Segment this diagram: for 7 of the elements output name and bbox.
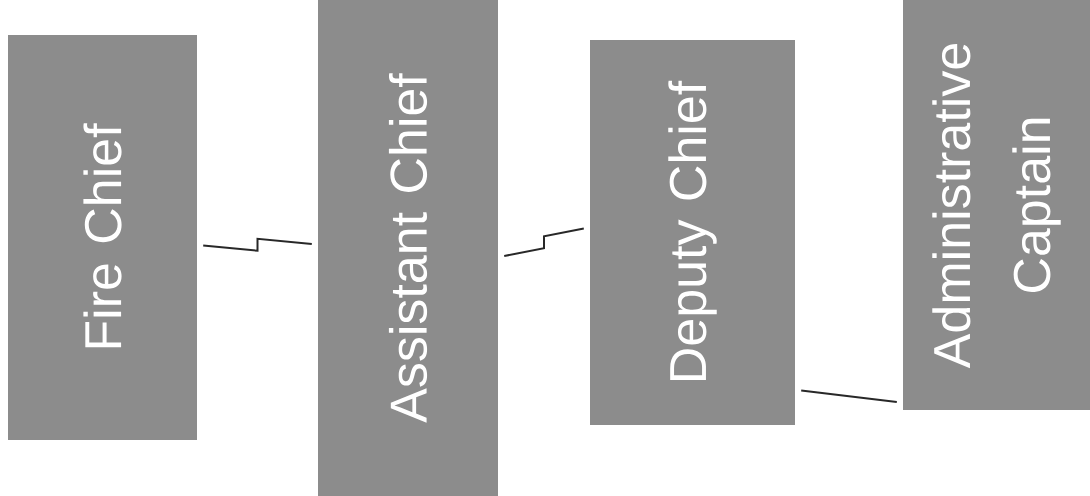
connector-line <box>503 227 585 257</box>
rank-box: Assistant Chief <box>318 0 498 496</box>
connector-line <box>202 237 313 252</box>
connector-line <box>800 389 898 403</box>
rank-box: Deputy Chief <box>590 40 795 425</box>
rank-box: Administrative Captain <box>903 0 1090 410</box>
rank-box: Fire Chief <box>8 35 197 440</box>
